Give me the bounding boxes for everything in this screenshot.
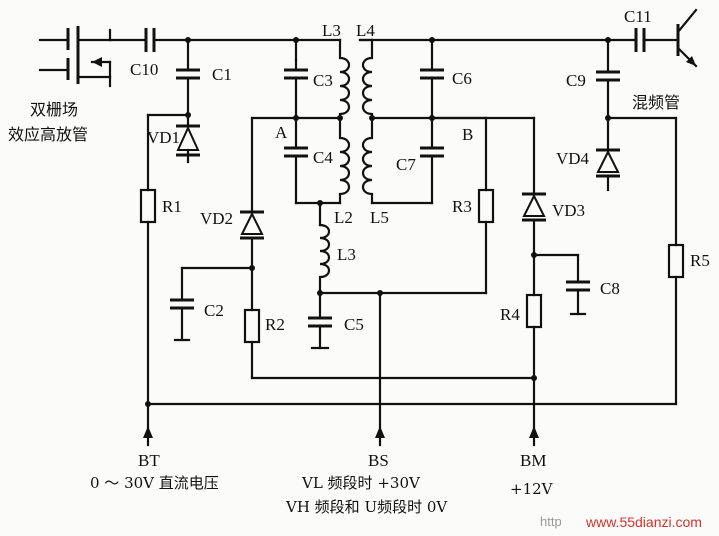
label-c11: C11 — [624, 7, 652, 26]
label-l4: L4 — [356, 21, 375, 40]
label-r1: R1 — [162, 197, 182, 216]
label-c5: C5 — [344, 315, 364, 334]
label-r5: R5 — [690, 251, 710, 270]
inductor-l3-bottom — [318, 223, 331, 295]
label-c6: C6 — [452, 69, 472, 88]
label-vd3: VD3 — [552, 201, 585, 220]
inductor-l4 — [361, 38, 374, 120]
capacitor-c10 — [144, 28, 156, 52]
terminal-bs-desc2: VH 频段和 U频段时 0V — [285, 498, 448, 516]
capacitor-c7 — [420, 146, 444, 158]
terminal-bt-desc: 0 ～ 30V 直流电压 — [90, 474, 219, 492]
label-l2: L2 — [334, 208, 353, 227]
fet-label-line1: 双栅场 — [30, 100, 78, 119]
label-a: A — [275, 123, 288, 142]
label-vd4: VD4 — [556, 149, 590, 168]
capacitor-c5 — [308, 316, 332, 328]
varactor-vd4 — [596, 148, 620, 178]
terminal-bt-label: BT — [138, 451, 160, 470]
resistor-r1 — [139, 188, 157, 224]
label-c4: C4 — [313, 148, 333, 167]
label-l5: L5 — [370, 208, 389, 227]
capacitor-c4 — [284, 146, 308, 158]
label-b: B — [462, 125, 473, 144]
terminal-bs-label: BS — [368, 451, 389, 470]
capacitor-c11 — [634, 28, 646, 52]
inductor-l5 — [361, 116, 374, 205]
label-c1: C1 — [212, 65, 232, 84]
label-c8: C8 — [600, 279, 620, 298]
terminal-bm-label: BM — [520, 451, 546, 470]
inductor-l3 — [338, 38, 351, 120]
label-vd1: VD1 — [147, 128, 180, 147]
varactor-vd3 — [522, 192, 546, 222]
watermark-prefix: http — [540, 514, 562, 529]
terminal-arrow-bm — [529, 426, 539, 438]
label-r2: R2 — [265, 315, 285, 334]
terminal-arrow-bs — [375, 426, 385, 438]
resistor-r3 — [477, 188, 495, 224]
terminal-bm-desc: +12V — [510, 480, 554, 498]
varactor-vd2 — [240, 210, 264, 240]
capacitor-c9 — [596, 70, 620, 82]
capacitor-c1 — [176, 68, 200, 80]
capacitor-c2 — [170, 298, 194, 310]
label-l3-bottom: L3 — [337, 245, 356, 264]
watermark-site: www.55dianzi.com — [585, 514, 702, 530]
label-vd2: VD2 — [200, 209, 233, 228]
label-c2: C2 — [204, 301, 224, 320]
resistor-r5 — [667, 243, 685, 279]
terminal-bs-desc1: VL 频段时 +30V — [301, 474, 421, 492]
varactor-vd1 — [146, 113, 200, 164]
mixer-transistor-symbol — [676, 8, 698, 68]
mixer-label: 混频管 — [632, 93, 680, 112]
label-l3-top: L3 — [322, 21, 341, 40]
label-c10: C10 — [130, 60, 158, 79]
label-c3: C3 — [313, 71, 333, 90]
inductor-l2 — [338, 116, 351, 205]
label-c7: C7 — [396, 155, 416, 174]
label-r4: R4 — [500, 305, 520, 324]
resistor-r2 — [243, 308, 261, 344]
capacitor-c6 — [420, 68, 444, 80]
label-r3: R3 — [452, 197, 472, 216]
resistor-r4 — [525, 293, 543, 329]
dual-gate-fet-symbol — [38, 26, 112, 88]
capacitor-c8 — [566, 280, 590, 292]
terminal-arrow-bt — [143, 426, 153, 438]
capacitor-c3 — [284, 68, 308, 80]
label-c9: C9 — [566, 71, 586, 90]
fet-label-line2: 效应高放管 — [8, 125, 88, 144]
